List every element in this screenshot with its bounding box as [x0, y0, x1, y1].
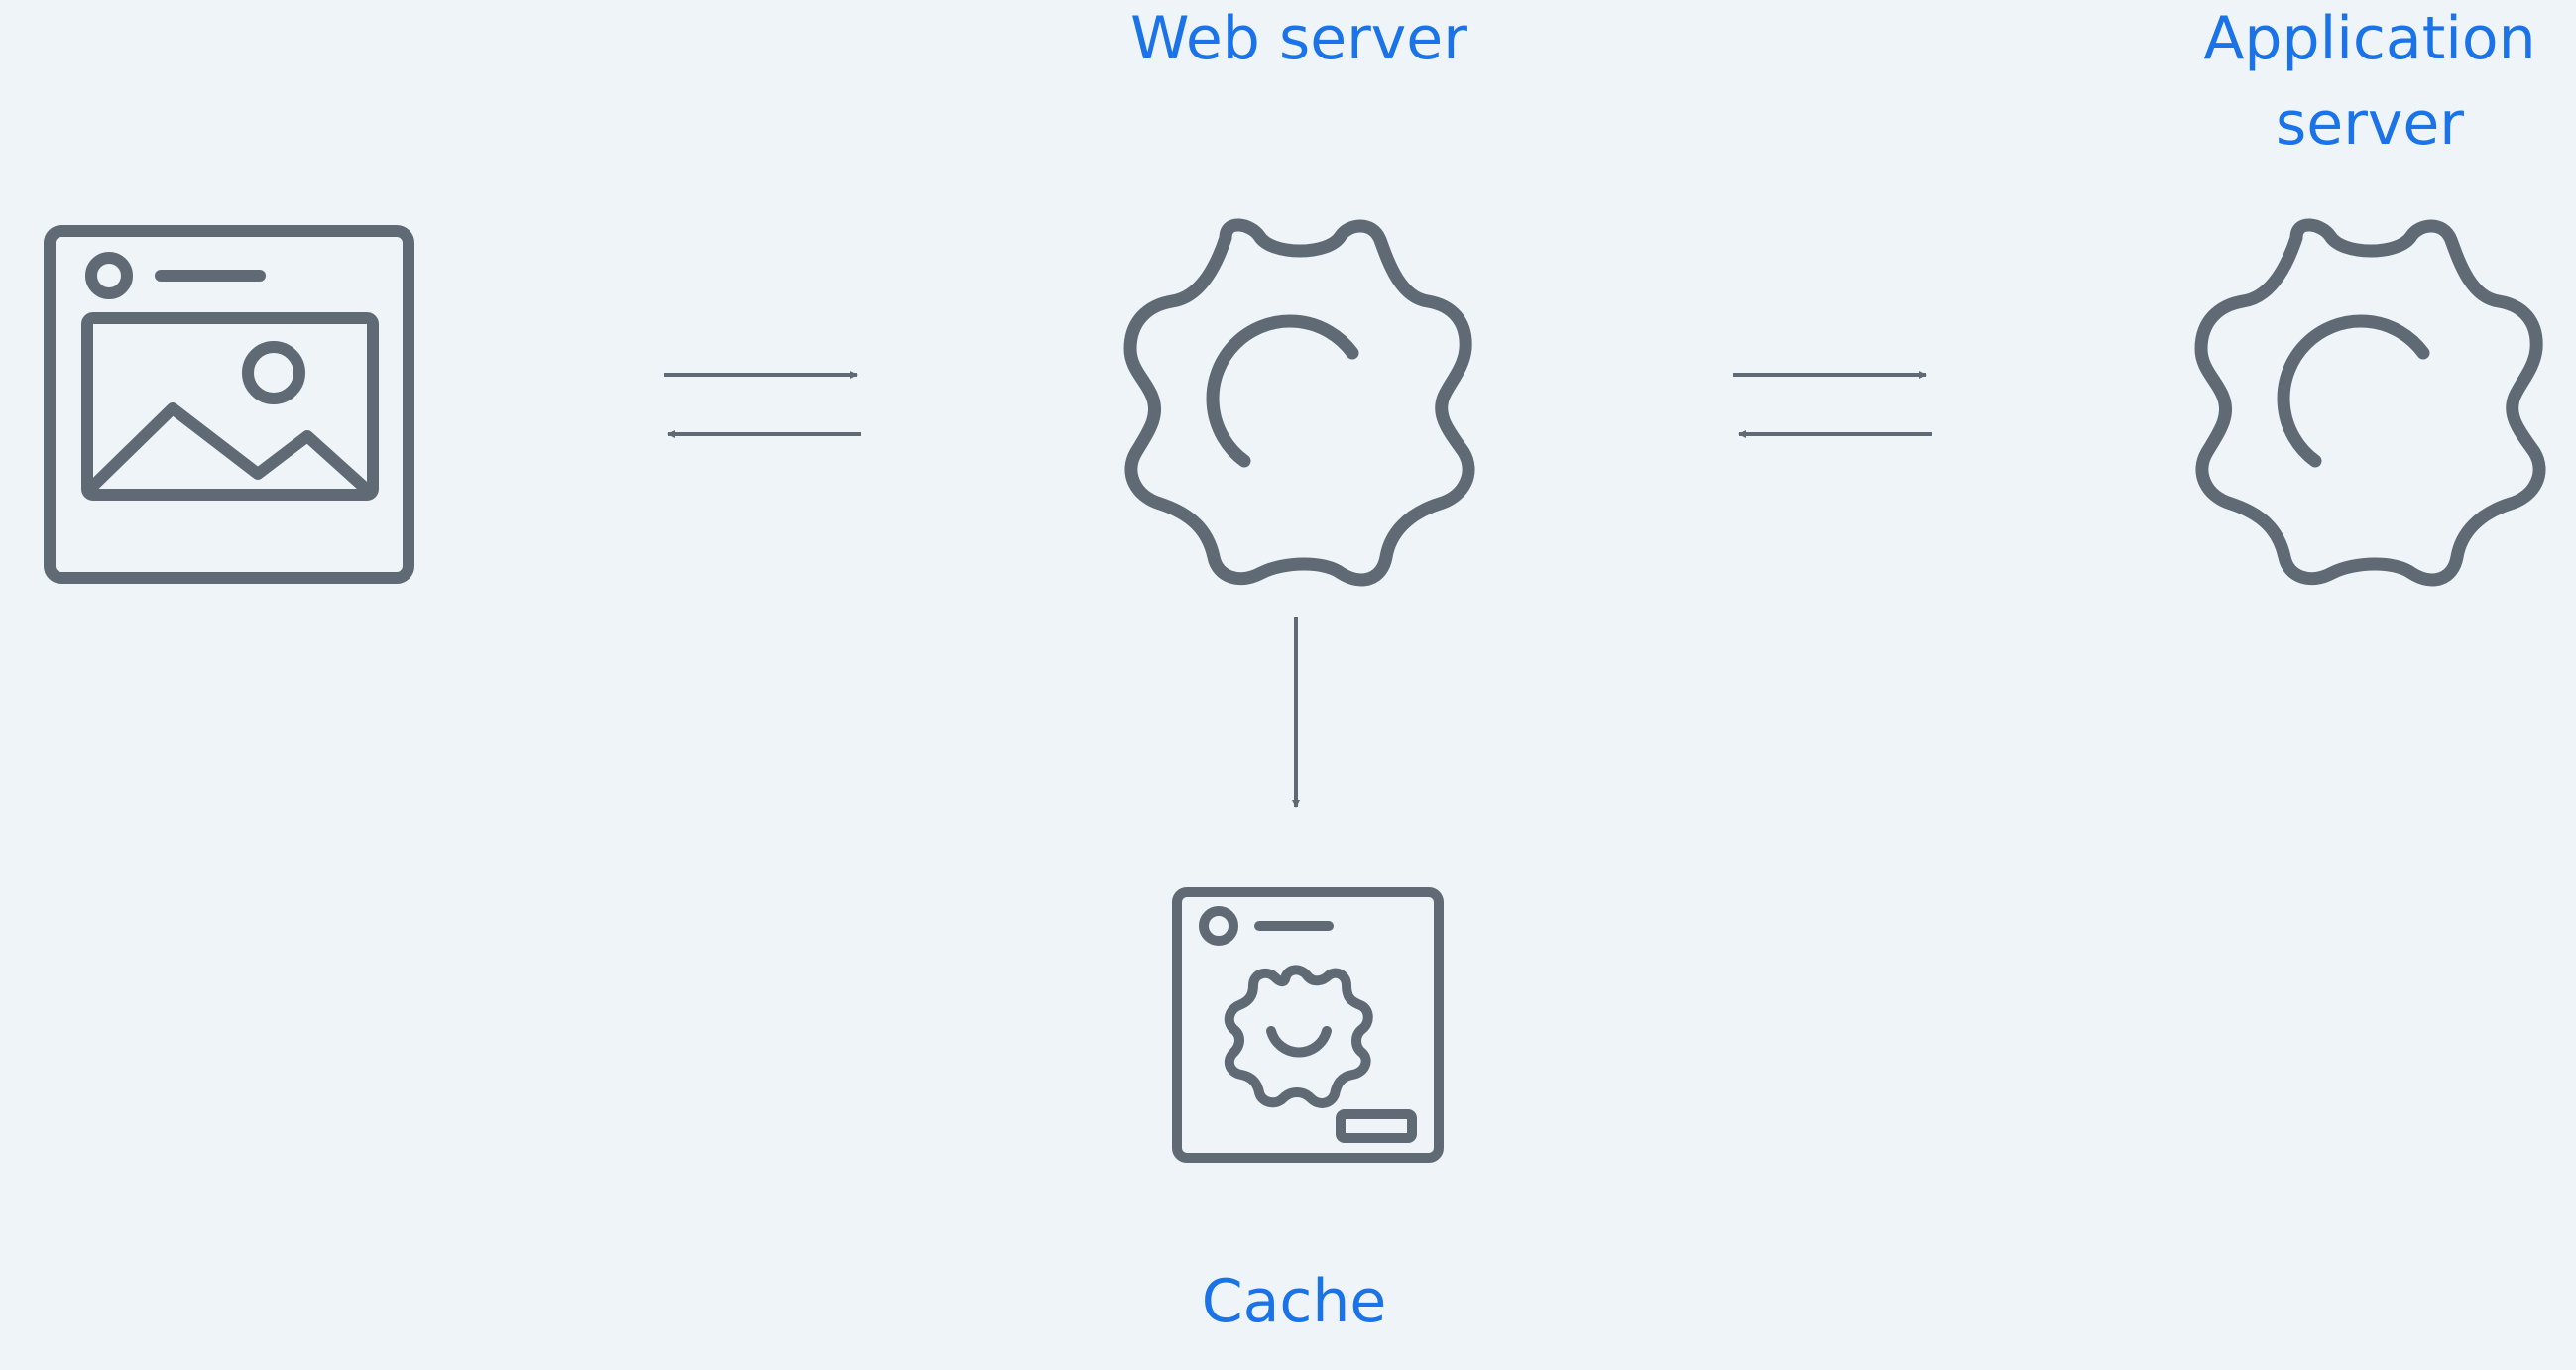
- client-browser-icon: [44, 225, 414, 584]
- app-server-gear-icon: [2194, 218, 2546, 587]
- cache-label: Cache: [1201, 1267, 1387, 1336]
- cache-icon: [1172, 887, 1444, 1163]
- client-web-arrows: [664, 371, 861, 438]
- web-server-gear-icon: [1123, 218, 1475, 587]
- app-server-label: Application server: [2122, 0, 2576, 167]
- app-server-label-line1: Application: [2203, 4, 2536, 73]
- app-server-label-line2: server: [2276, 89, 2464, 159]
- web-server-label: Web server: [1130, 4, 1467, 73]
- web-app-arrows: [1733, 371, 1932, 438]
